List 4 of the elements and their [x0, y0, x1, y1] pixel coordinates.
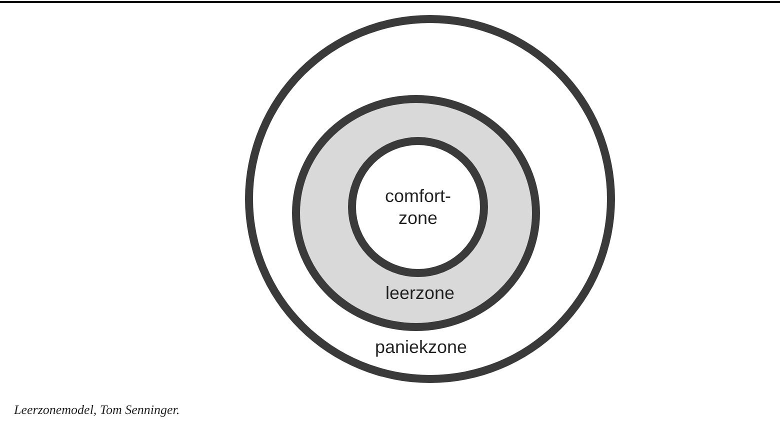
zone-label: leerzone	[385, 283, 455, 304]
zone-label: comfort- zone	[384, 185, 452, 229]
zone-label: paniekzone	[374, 337, 468, 358]
caption: Leerzonemodel, Tom Senninger.	[14, 402, 180, 418]
